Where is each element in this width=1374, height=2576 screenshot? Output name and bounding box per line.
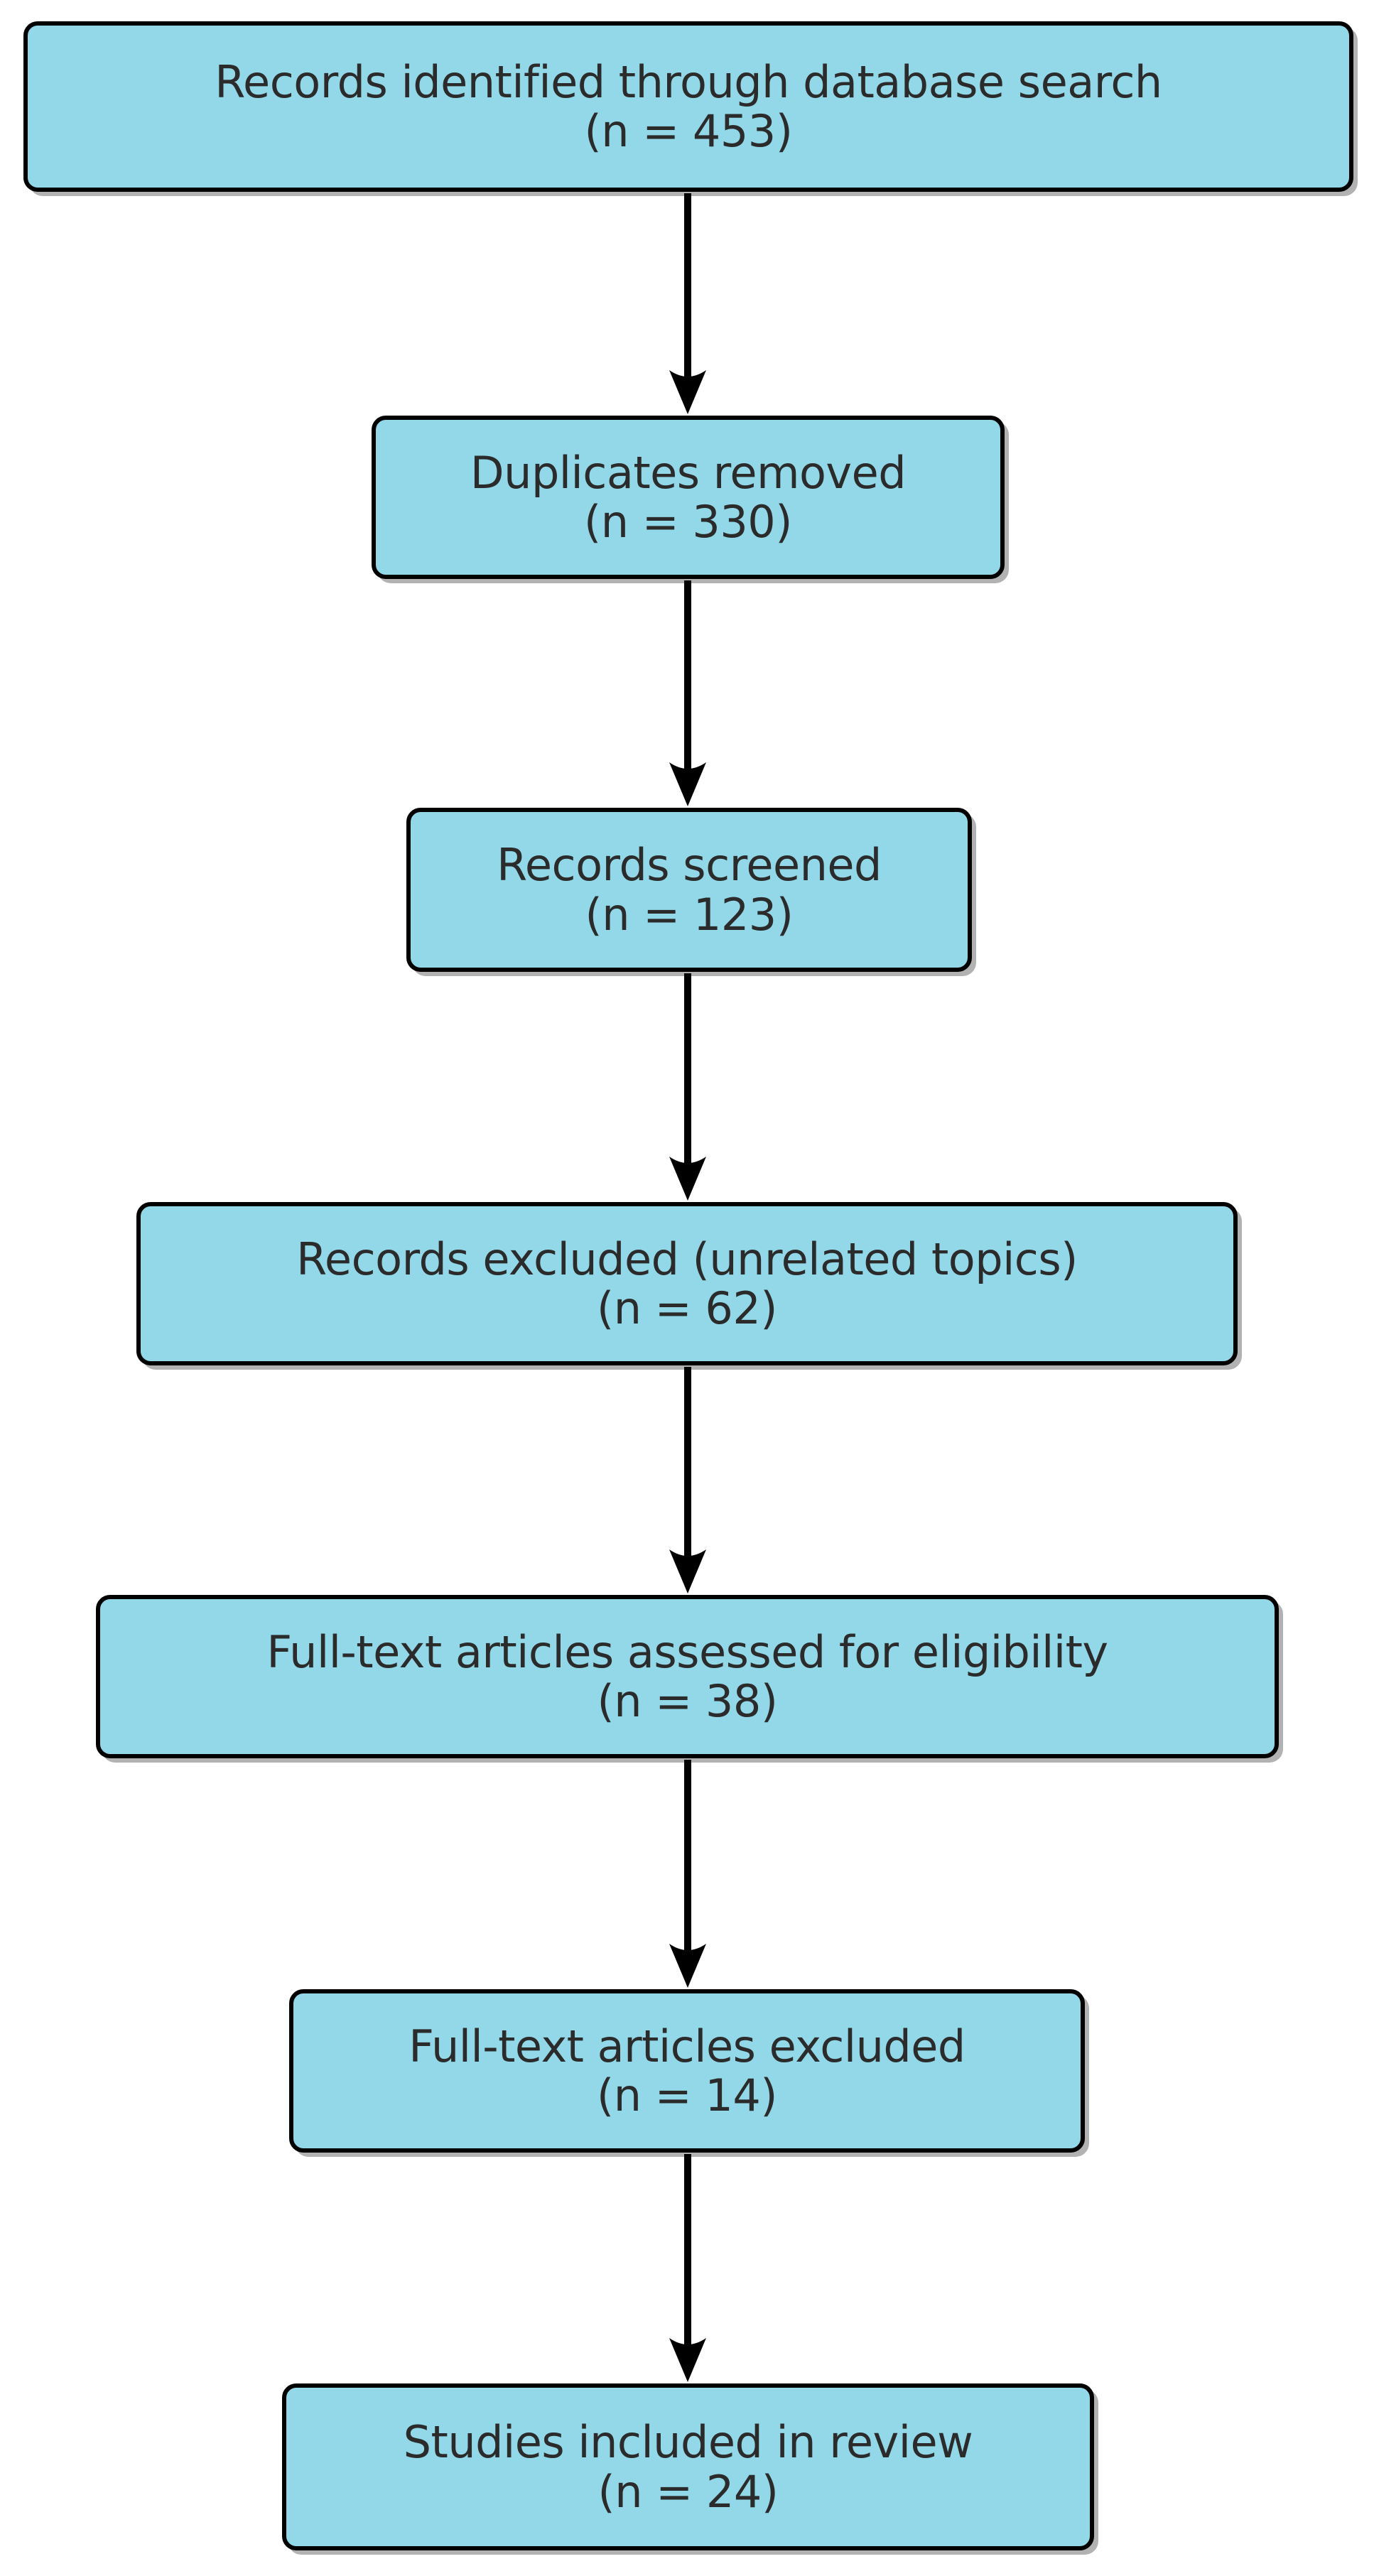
- flow-node-count: (n = 14): [597, 2069, 777, 2121]
- flow-arrow-5: [669, 1760, 706, 1988]
- flow-node-label: Full-text articles assessed for eligibil…: [266, 1625, 1108, 1678]
- flow-node-count: (n = 62): [597, 1282, 777, 1334]
- flow-node-fulltext-excluded: Full-text articles excluded(n = 14): [289, 1989, 1085, 2153]
- flow-node-label: Studies included in review: [403, 2416, 973, 2469]
- flow-node-identified: Records identified through database sear…: [23, 21, 1353, 192]
- flow-node-label: Records screened: [497, 839, 882, 892]
- flow-arrow-3: [669, 973, 706, 1201]
- flow-node-studies-included: Studies included in review(n = 24): [282, 2383, 1094, 2550]
- flow-node-count: (n = 24): [597, 2465, 779, 2518]
- flow-node-count: (n = 453): [584, 105, 793, 157]
- flow-node-duplicates-removed: Duplicates removed(n = 330): [372, 416, 1005, 579]
- flow-node-label: Full-text articles excluded: [409, 2020, 965, 2072]
- flow-node-records-screened: Records screened(n = 123): [406, 808, 972, 972]
- flow-arrow-4: [669, 1367, 706, 1593]
- flow-node-label: Duplicates removed: [470, 446, 907, 499]
- flow-node-label: Records identified through database sear…: [215, 55, 1162, 108]
- flow-arrow-6: [669, 2154, 706, 2382]
- flow-node-count: (n = 123): [585, 888, 794, 941]
- flow-node-label: Records excluded (unrelated topics): [296, 1233, 1078, 1285]
- flow-node-fulltext-assessed: Full-text articles assessed for eligibil…: [96, 1595, 1279, 1758]
- flow-node-records-excluded: Records excluded (unrelated topics)(n = …: [136, 1202, 1238, 1365]
- flow-arrow-2: [669, 580, 706, 806]
- flow-arrow-1: [669, 193, 706, 414]
- flow-node-count: (n = 330): [584, 496, 792, 548]
- flow-node-count: (n = 38): [597, 1675, 778, 1727]
